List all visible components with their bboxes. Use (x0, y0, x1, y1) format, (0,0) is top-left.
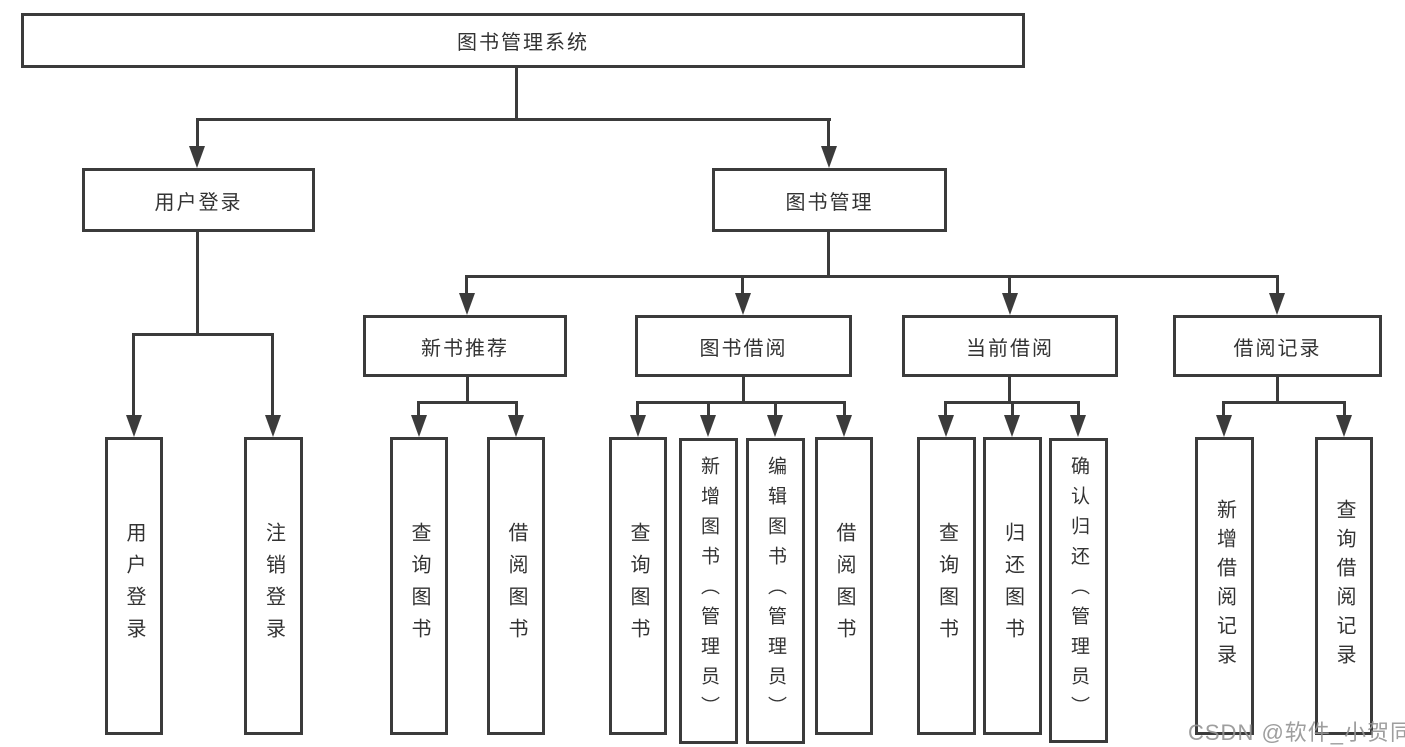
leaf-label: 新增借阅记录 (1213, 499, 1236, 673)
node-root: 图书管理系统 (21, 13, 1025, 68)
leaf-label: 查询图书 (935, 522, 958, 650)
arrowhead-down-icon (630, 415, 646, 437)
leaf-label: 归还图书 (1001, 522, 1024, 650)
leaf-label: 新增图书（管理员） (698, 456, 719, 726)
connector-line (827, 118, 830, 150)
node-leaf-query-books-3: 查询图书 (917, 437, 976, 735)
node-borrow-records: 借阅记录 (1173, 315, 1382, 377)
arrowhead-down-icon (411, 415, 427, 437)
connector-line (465, 275, 1279, 278)
connector-line (1011, 401, 1014, 416)
connector-line (132, 333, 274, 336)
connector-line (636, 401, 846, 404)
arrowhead-down-icon (836, 415, 852, 437)
leaf-label: 查询图书 (627, 522, 649, 650)
leaf-label: 用户登录 (123, 522, 145, 650)
leaf-label: 借阅图书 (505, 522, 527, 650)
connector-line (465, 275, 468, 294)
connector-line (515, 401, 518, 416)
connector-line (741, 275, 744, 294)
arrowhead-down-icon (1216, 415, 1232, 437)
node-leaf-query-books-1: 查询图书 (390, 437, 448, 735)
leaf-label: 确认归还（管理员） (1068, 455, 1089, 726)
node-leaf-edit-book-admin: 编辑图书（管理员） (746, 438, 805, 744)
csdn-watermark: CSDN @软件_小贺同学 (1188, 720, 1405, 745)
arrowhead-down-icon (1002, 293, 1018, 315)
connector-line (1343, 401, 1346, 416)
connector-line (466, 377, 469, 404)
connector-line (843, 401, 846, 416)
connector-line (515, 68, 518, 120)
leaf-label: 借阅图书 (833, 522, 855, 650)
connector-line (1276, 377, 1279, 404)
arrowhead-down-icon (1070, 415, 1086, 437)
connector-line (636, 401, 639, 416)
connector-line (774, 401, 777, 416)
node-leaf-query-books-2: 查询图书 (609, 437, 667, 735)
arrowhead-down-icon (938, 415, 954, 437)
node-current-borrow: 当前借阅 (902, 315, 1118, 377)
connector-line (1276, 275, 1279, 294)
connector-line (196, 232, 199, 336)
arrowhead-down-icon (1336, 415, 1352, 437)
leaf-label: 查询借阅记录 (1333, 499, 1355, 673)
arrowhead-down-icon (700, 415, 716, 437)
node-new-book-recommend: 新书推荐 (363, 315, 567, 377)
node-leaf-borrow-books-2: 借阅图书 (815, 437, 873, 735)
node-user-login: 用户登录 (82, 168, 315, 232)
connector-line (1222, 401, 1346, 404)
connector-line (132, 333, 135, 417)
arrowhead-down-icon (508, 415, 524, 437)
arrowhead-down-icon (821, 146, 837, 168)
node-leaf-user-login: 用户登录 (105, 437, 163, 735)
node-leaf-add-borrow-record: 新增借阅记录 (1195, 437, 1254, 735)
connector-line (1008, 377, 1011, 404)
connector-line (827, 232, 830, 278)
arrowhead-down-icon (265, 415, 281, 437)
connector-line (1222, 401, 1225, 416)
leaf-label: 查询图书 (408, 522, 430, 650)
connector-line (417, 401, 420, 416)
connector-line (271, 333, 274, 417)
arrowhead-down-icon (735, 293, 751, 315)
connector-line (417, 401, 518, 404)
connector-line (196, 118, 199, 150)
arrowhead-down-icon (126, 415, 142, 437)
node-leaf-borrow-books-1: 借阅图书 (487, 437, 545, 735)
arrowhead-down-icon (767, 415, 783, 437)
connector-line (742, 377, 745, 404)
connector-line (944, 401, 947, 416)
node-book-management: 图书管理 (712, 168, 947, 232)
connector-line (707, 401, 710, 416)
node-leaf-confirm-return-admin: 确认归还（管理员） (1049, 438, 1108, 743)
arrowhead-down-icon (1269, 293, 1285, 315)
leaf-label: 注销登录 (262, 522, 285, 650)
connector-line (1077, 401, 1080, 416)
node-book-borrow: 图书借阅 (635, 315, 852, 377)
node-leaf-add-book-admin: 新增图书（管理员） (679, 438, 738, 744)
connector-line (1008, 275, 1011, 294)
node-leaf-return-books: 归还图书 (983, 437, 1042, 735)
node-leaf-query-borrow-record: 查询借阅记录 (1315, 437, 1373, 735)
connector-line (196, 118, 831, 121)
leaf-label: 编辑图书（管理员） (765, 456, 786, 726)
arrowhead-down-icon (189, 146, 205, 168)
node-leaf-logout: 注销登录 (244, 437, 303, 735)
arrowhead-down-icon (459, 293, 475, 315)
arrowhead-down-icon (1004, 415, 1020, 437)
